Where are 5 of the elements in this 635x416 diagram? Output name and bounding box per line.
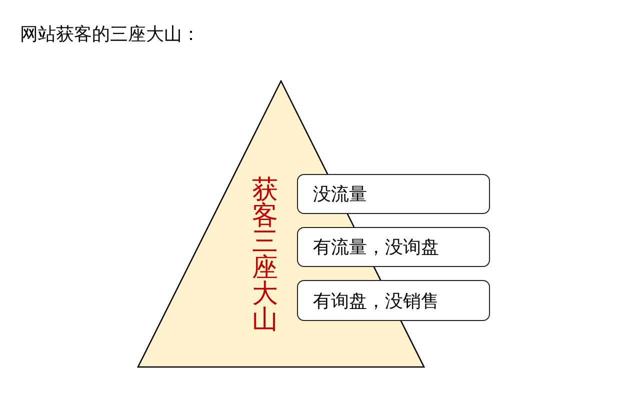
text-box: 没流量 — [297, 174, 490, 214]
title: 网站获客的三座大山： — [20, 23, 200, 46]
vertical-label: 获客三座大山 — [252, 177, 278, 333]
text-box: 有流量，没询盘 — [297, 227, 490, 267]
text-box: 有询盘，没销售 — [297, 280, 490, 321]
